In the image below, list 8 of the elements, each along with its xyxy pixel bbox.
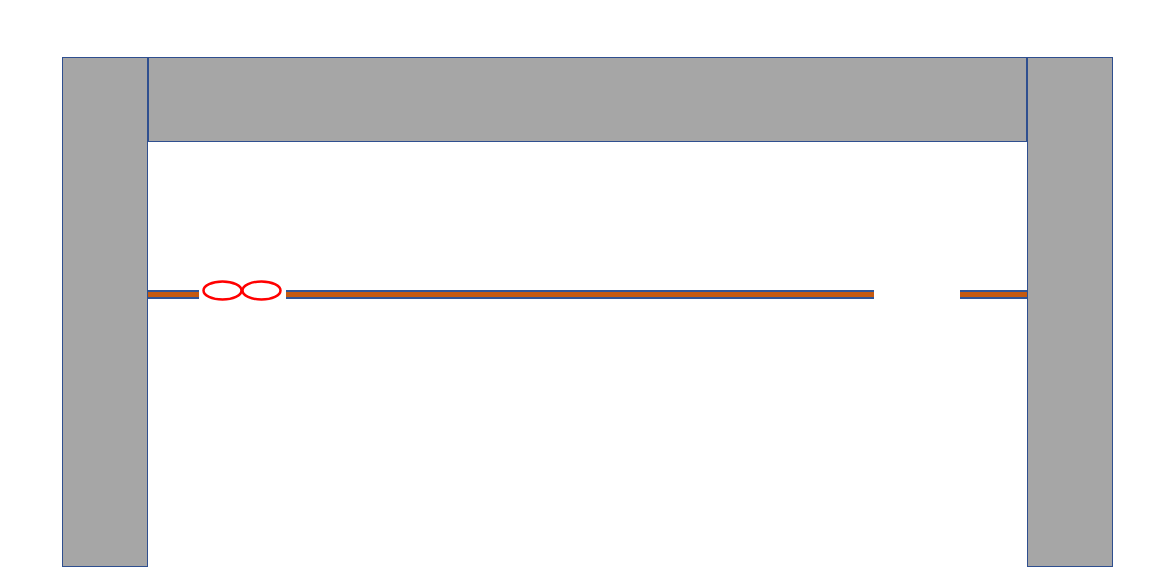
rebar-segment <box>148 290 199 299</box>
beam <box>148 57 1027 142</box>
column <box>62 57 148 567</box>
rebar-segment <box>286 290 874 299</box>
rebar-segment <box>960 290 1027 299</box>
column <box>1027 57 1113 567</box>
coupler-ring <box>241 280 282 301</box>
coupler-ring <box>202 280 243 301</box>
